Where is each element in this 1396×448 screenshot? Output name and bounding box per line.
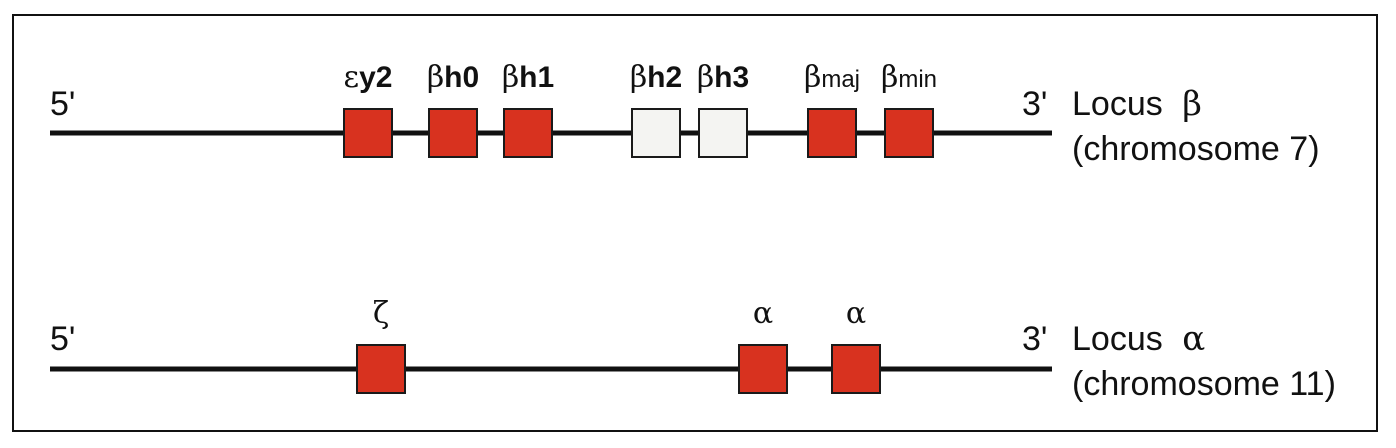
gene-label-suffix: min — [898, 66, 937, 93]
gene-label-symbol: ζ — [373, 296, 389, 331]
locus-alpha-3prime-label: 3' — [1022, 320, 1047, 358]
locus-beta-subtitle: (chromosome 7) — [1072, 130, 1320, 168]
gene-box-0-3 — [631, 108, 681, 158]
gene-box-0-6 — [884, 108, 934, 158]
gene-label-0-2: βh1 — [502, 60, 554, 95]
gene-label-1-0: ζ — [373, 296, 389, 331]
gene-box-1-1 — [738, 344, 788, 394]
locus-beta-title: Locus β — [1072, 84, 1202, 124]
gene-label-suffix: h2 — [647, 61, 682, 94]
gene-box-0-1 — [428, 108, 478, 158]
gene-label-1-2: α — [846, 296, 866, 331]
gene-label-symbol: α — [846, 296, 866, 331]
gene-label-symbol: α — [753, 296, 773, 331]
gene-label-symbol: β — [502, 60, 519, 95]
gene-label-symbol: β — [881, 60, 898, 95]
gene-label-suffix: y2 — [359, 61, 392, 94]
gene-label-suffix: h1 — [519, 61, 554, 94]
gene-box-0-2 — [503, 108, 553, 158]
gene-label-0-5: βmaj — [804, 60, 860, 95]
gene-label-1-1: α — [753, 296, 773, 331]
locus-alpha-title: Locus α — [1072, 319, 1205, 359]
locus-alpha: 5' 3' Locus α (chromosome 11) ζ α α — [50, 296, 1336, 403]
gene-box-0-0 — [343, 108, 393, 158]
gene-label-suffix: h0 — [444, 61, 479, 94]
gene-box-1-2 — [831, 344, 881, 394]
gene-label-symbol: β — [427, 60, 444, 95]
gene-box-0-5 — [807, 108, 857, 158]
gene-label-0-6: βmin — [881, 60, 937, 95]
gene-label-0-3: βh2 — [630, 60, 682, 95]
locus-alpha-subtitle: (chromosome 11) — [1072, 365, 1336, 403]
locus-beta-title-symbol: β — [1182, 84, 1202, 124]
locus-alpha-title-prefix: Locus — [1072, 320, 1163, 358]
gene-label-symbol: β — [804, 60, 821, 95]
gene-label-symbol: β — [630, 60, 647, 95]
gene-label-suffix: h3 — [714, 61, 749, 94]
locus-beta-5prime-label: 5' — [50, 85, 75, 123]
gene-label-0-0: εy2 — [344, 60, 393, 95]
locus-beta-3prime-label: 3' — [1022, 85, 1047, 123]
diagram-frame — [12, 14, 1378, 432]
locus-alpha-5prime-label: 5' — [50, 320, 75, 358]
gene-label-0-4: βh3 — [697, 60, 749, 95]
gene-label-suffix: maj — [821, 66, 860, 93]
gene-label-symbol: β — [697, 60, 714, 95]
gene-label-0-1: βh0 — [427, 60, 479, 95]
locus-alpha-title-symbol: α — [1182, 319, 1205, 359]
gene-box-0-4 — [698, 108, 748, 158]
locus-beta-title-prefix: Locus — [1072, 85, 1163, 123]
gene-label-symbol: ε — [344, 60, 360, 95]
gene-box-1-0 — [356, 344, 406, 394]
